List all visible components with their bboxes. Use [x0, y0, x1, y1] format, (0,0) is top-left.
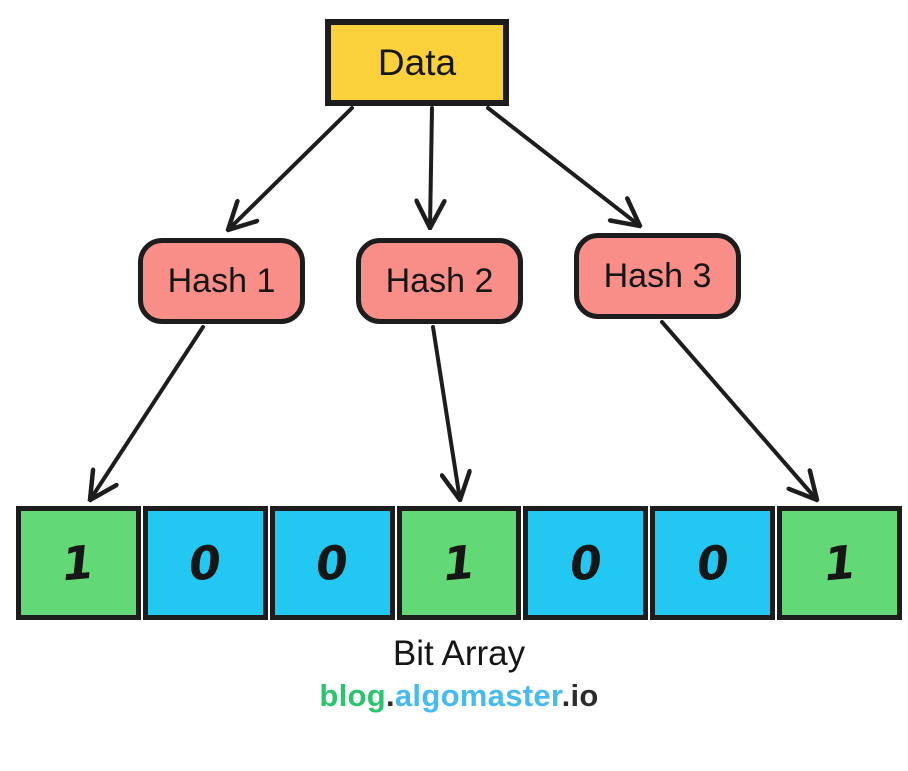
- bit-cell-5: 0: [650, 506, 776, 620]
- arrow-hash1-to-bit0-icon: [90, 325, 205, 500]
- arrow-data-to-hash1-icon: [228, 106, 354, 230]
- arrow-data-to-hash2-icon: [430, 106, 432, 228]
- data-node-label: Data: [377, 41, 457, 83]
- branding-algomaster: algomaster: [394, 678, 562, 713]
- bit-array: 1 0 0 1 0 0 1: [16, 506, 903, 620]
- data-node: Data: [325, 19, 509, 106]
- bit-cell-2-value: 0: [313, 534, 351, 592]
- hash1-node-label: Hash 1: [167, 261, 276, 300]
- bit-array-label: Bit Array: [392, 634, 526, 673]
- bit-cell-4-value: 0: [567, 534, 605, 592]
- hash3-node-label: Hash 3: [603, 256, 712, 295]
- bit-cell-4: 0: [523, 506, 649, 620]
- bit-cell-6: 1: [777, 506, 903, 620]
- bit-cell-0-value: 1: [60, 534, 97, 592]
- bit-cell-1-value: 0: [186, 534, 224, 592]
- arrow-data-to-hash3-icon: [486, 106, 640, 226]
- hash1-node: Hash 1: [138, 238, 305, 324]
- bit-cell-1: 0: [142, 506, 268, 620]
- hash2-node-label: Hash 2: [385, 261, 494, 300]
- branding-dot2: .: [561, 678, 571, 713]
- branding-dot1: .: [385, 678, 395, 713]
- bit-cell-0: 1: [16, 506, 141, 620]
- branding-io: io: [570, 678, 599, 713]
- bit-cell-2: 0: [269, 506, 395, 620]
- bit-cell-6-value: 1: [821, 534, 858, 592]
- branding-blog: blog: [319, 678, 386, 713]
- hash2-node: Hash 2: [356, 238, 523, 324]
- bit-cell-3-value: 1: [440, 534, 478, 592]
- arrow-hash2-to-bit3-icon: [431, 325, 460, 500]
- branding: blog.algomaster.io: [16, 678, 902, 714]
- hash3-node: Hash 3: [574, 233, 741, 319]
- bit-cell-5-value: 0: [694, 534, 732, 592]
- arrow-hash3-to-bit6-icon: [660, 320, 817, 500]
- bit-cell-3: 1: [396, 506, 522, 620]
